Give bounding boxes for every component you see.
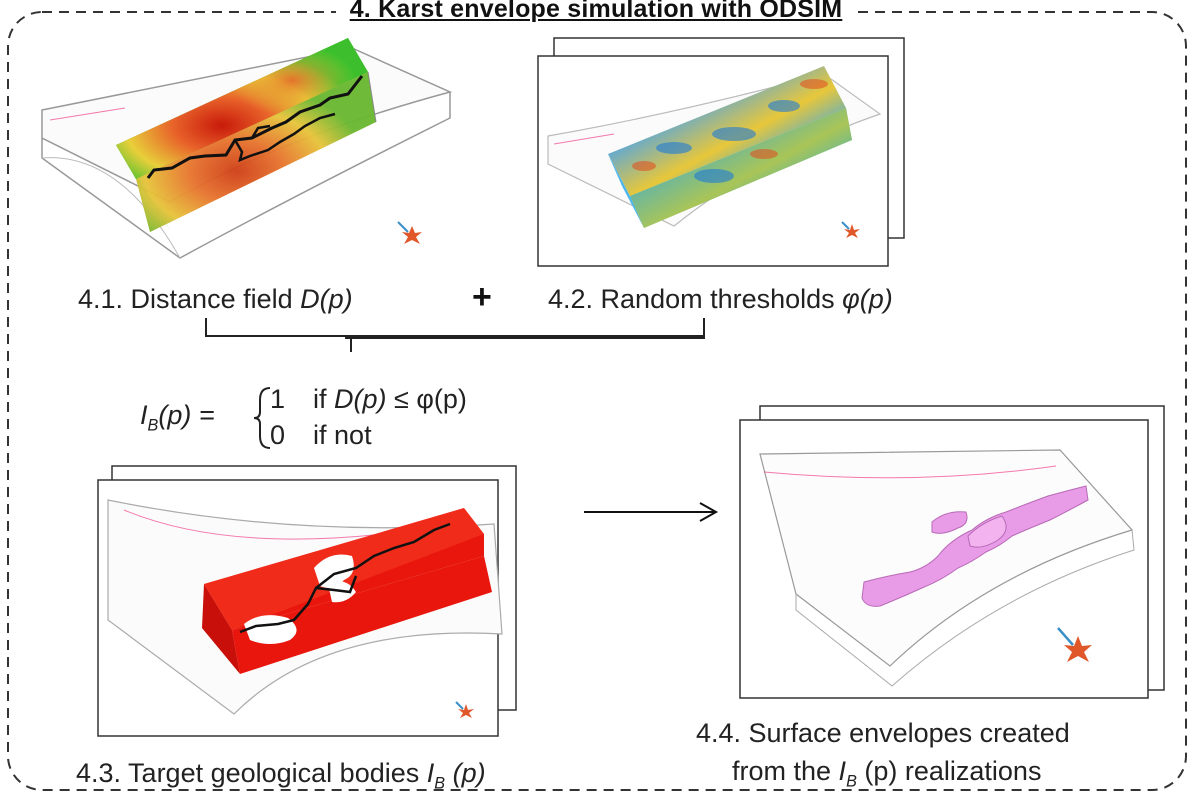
- plus-sign: +: [472, 278, 492, 316]
- caption-random-thresholds: 4.2. Random thresholds φ(p): [548, 284, 893, 314]
- equation-lhs: IB(p) =: [140, 400, 215, 435]
- compass-icon: [397, 221, 422, 244]
- compass-icon: [841, 221, 860, 238]
- figure-title: 4. Karst envelope simulation with ODSIM: [0, 0, 1192, 24]
- target-bodies-panel: [97, 465, 517, 737]
- compass-icon: [1057, 627, 1092, 662]
- random-thresholds-panel: [537, 37, 905, 267]
- surface-envelopes-panel: [739, 405, 1165, 699]
- compass-icon: [455, 701, 474, 718]
- caption-distance-field: 4.1. Distance field D(p): [78, 284, 353, 314]
- caption-target-bodies: 4.3. Target geological bodies IB (p): [76, 758, 486, 793]
- arrow-icon: [584, 502, 719, 522]
- caption-surface-envelopes-line2: from the IB (p) realizations: [732, 756, 1042, 791]
- equation-brace: [253, 387, 271, 449]
- curly-brace: [205, 318, 705, 352]
- distance-field-panel: [41, 38, 453, 259]
- caption-surface-envelopes-line1: 4.4. Surface envelopes created: [696, 718, 1070, 748]
